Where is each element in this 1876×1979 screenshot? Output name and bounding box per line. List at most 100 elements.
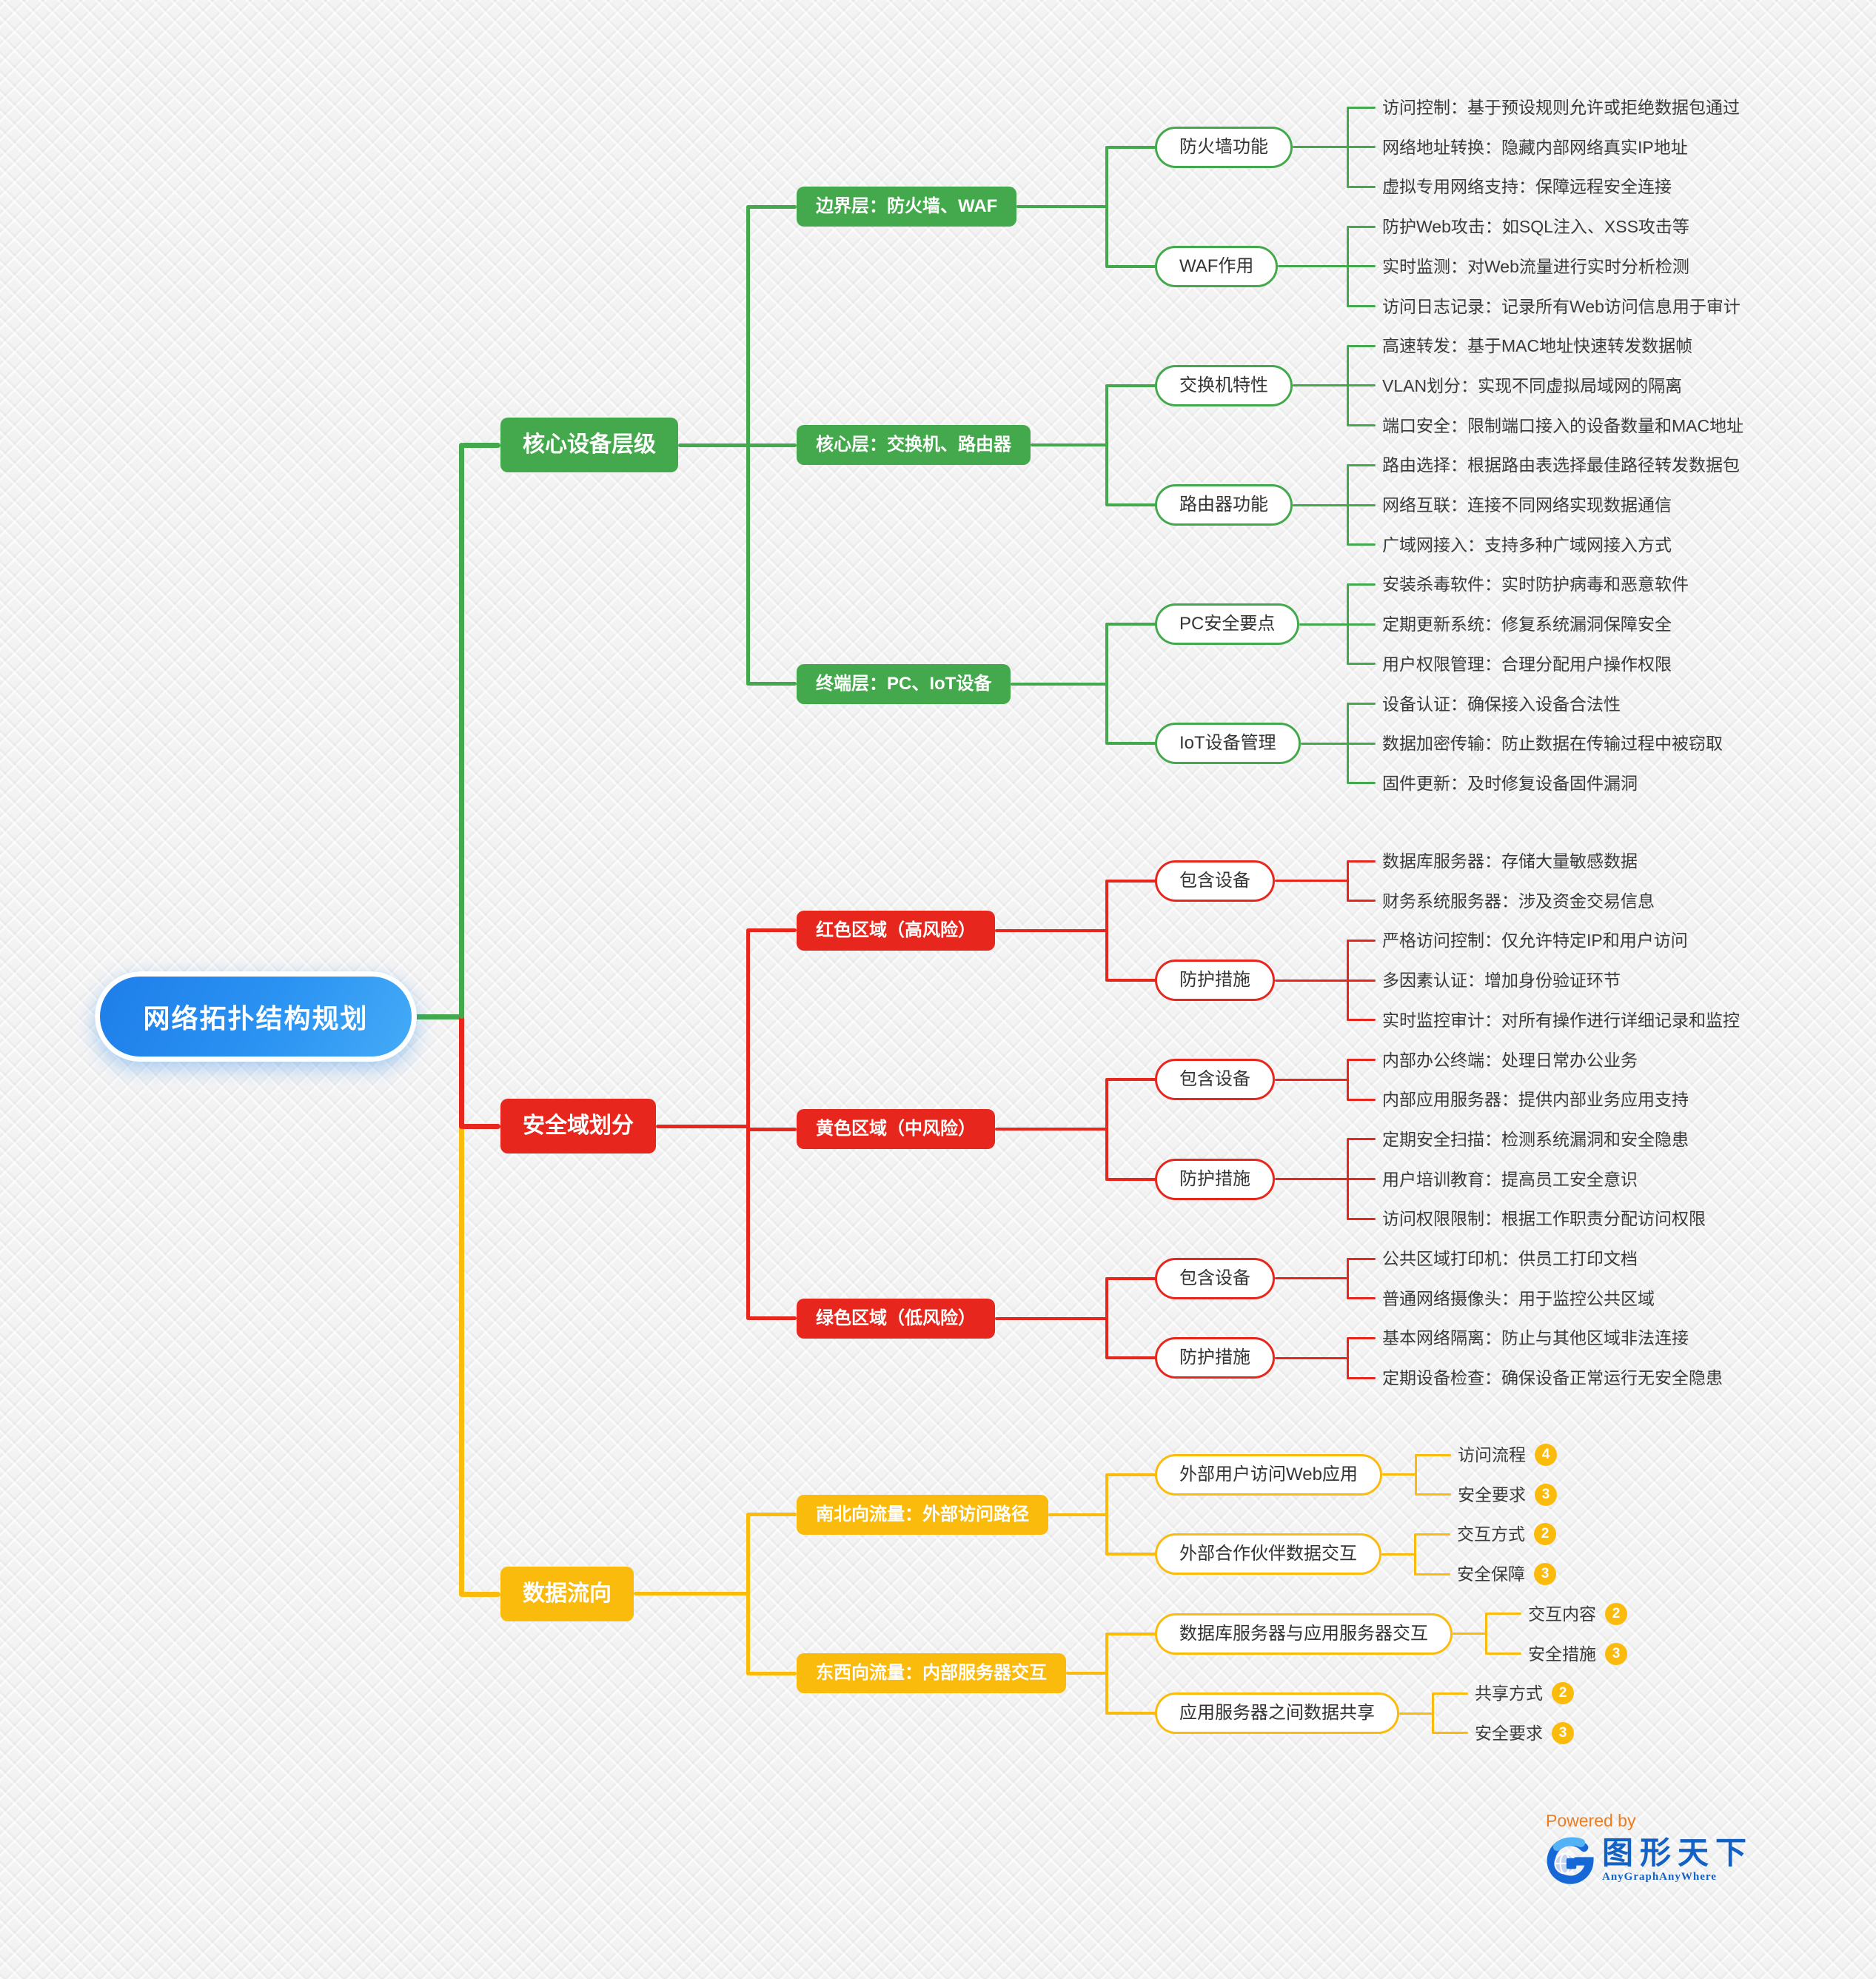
subtopic-pill[interactable]: 交换机特性 [1155, 364, 1293, 406]
leaf-item[interactable]: 设备认证：确保接入设备合法性 [1382, 693, 1621, 715]
leaf-item[interactable]: 数据加密传输：防止数据在传输过程中被窃取 [1382, 732, 1723, 754]
leaf-text: 防护Web攻击：如SQL注入、XSS攻击等 [1382, 217, 1689, 237]
subtopic-pill[interactable]: 防护措施 [1155, 960, 1275, 1002]
leaf-item[interactable]: 虚拟专用网络支持：保障远程安全连接 [1382, 175, 1672, 198]
leaf-text: 安全措施 [1528, 1644, 1596, 1664]
leaf-text: 基本网络隔离：防止与其他区域非法连接 [1382, 1328, 1689, 1348]
leaf-item[interactable]: 网络互联：连接不同网络实现数据通信 [1382, 494, 1672, 516]
leaf-text: 安全保障 [1457, 1564, 1525, 1584]
connector-line-v [1346, 1059, 1349, 1101]
leaf-item[interactable]: 访问日志记录：记录所有Web访问信息用于审计 [1382, 295, 1741, 318]
leaf-text: 用户培训教育：提高员工安全意识 [1382, 1169, 1638, 1189]
connector-line-h [1293, 384, 1347, 387]
leaf-item[interactable]: 安装杀毒软件：实时防护病毒和恶意软件 [1382, 573, 1689, 595]
leaf-item[interactable]: 内部应用服务器：提供内部业务应用支持 [1382, 1088, 1689, 1111]
root-topic[interactable]: 网络拓扑结构规划 [95, 971, 417, 1062]
subtopic-pill[interactable]: 防护措施 [1155, 1158, 1275, 1200]
leaf-item[interactable]: 财务系统服务器：涉及资金交易信息 [1382, 890, 1655, 912]
leaf-item[interactable]: 访问权限限制：根据工作职责分配访问权限 [1382, 1208, 1706, 1230]
topic-node[interactable]: 绿色区域（低风险） [797, 1298, 995, 1339]
leaf-item[interactable]: 数据库服务器：存储大量敏感数据 [1382, 850, 1638, 872]
leaf-item[interactable]: 防护Web攻击：如SQL注入、XSS攻击等 [1382, 215, 1689, 238]
connector-line-h [1066, 1672, 1107, 1675]
leaf-text: 财务系统服务器：涉及资金交易信息 [1382, 891, 1655, 911]
leaf-item[interactable]: 定期更新系统：修复系统漏洞保障安全 [1382, 613, 1672, 635]
subtopic-pill[interactable]: 防护措施 [1155, 1337, 1275, 1379]
leaf-item[interactable]: 用户权限管理：合理分配用户操作权限 [1382, 653, 1672, 675]
connector-line-h [1347, 146, 1376, 149]
leaf-item[interactable]: 严格访问控制：仅允许特定IP和用户访问 [1382, 929, 1688, 951]
branch-node[interactable]: 安全域划分 [500, 1099, 656, 1153]
leaf-item[interactable]: 实时监测：对Web流量进行实时分析检测 [1382, 255, 1689, 278]
subtopic-pill[interactable]: IoT设备管理 [1155, 723, 1301, 765]
leaf-item[interactable]: 访问控制：基于预设规则允许或拒绝数据包通过 [1382, 96, 1740, 118]
subtopic-pill[interactable]: 包含设备 [1155, 1059, 1275, 1101]
leaf-item[interactable]: 用户培训教育：提高员工安全意识 [1382, 1168, 1638, 1191]
connector-line-h [1347, 1098, 1376, 1101]
leaf-item[interactable]: 高速转发：基于MAC地址快速转发数据帧 [1382, 335, 1692, 357]
branch-node[interactable]: 数据流向 [500, 1566, 634, 1621]
subtopic-pill[interactable]: 路由器功能 [1155, 484, 1293, 526]
connector-line-h [1347, 185, 1376, 188]
leaf-item[interactable]: 公共区域打印机：供员工打印文档 [1382, 1248, 1638, 1270]
connector-line-h [1293, 146, 1347, 149]
connector-line-h [1048, 1513, 1107, 1516]
brand-name: 图形天下 [1602, 1835, 1754, 1870]
leaf-text: 数据加密传输：防止数据在传输过程中被窃取 [1382, 734, 1723, 754]
leaf-item[interactable]: 定期安全扫描：检测系统漏洞和安全隐患 [1382, 1128, 1689, 1151]
connector-line-h [1278, 265, 1347, 268]
topic-node[interactable]: 核心层：交换机、路由器 [797, 425, 1031, 466]
leaf-item[interactable]: 广域网接入：支持多种广域网接入方式 [1382, 534, 1672, 556]
leaf-item[interactable]: 网络地址转换：隐藏内部网络真实IP地址 [1382, 136, 1688, 158]
topic-node[interactable]: 黄色区域（中风险） [797, 1109, 995, 1150]
connector-line-h [1453, 1633, 1486, 1635]
subtopic-pill[interactable]: 数据库服务器与应用服务器交互 [1155, 1613, 1453, 1655]
topic-node[interactable]: 东西向流量：内部服务器交互 [797, 1653, 1066, 1694]
leaf-item[interactable]: VLAN划分：实现不同虚拟局域网的隔离 [1382, 375, 1682, 397]
subtopic-pill[interactable]: 应用服务器之间数据共享 [1155, 1692, 1399, 1735]
leaf-item[interactable]: 路由选择：根据路由表选择最佳路径转发数据包 [1382, 454, 1740, 476]
leaf-item[interactable]: 定期设备检查：确保设备正常运行无安全隐患 [1382, 1367, 1723, 1389]
subtopic-pill[interactable]: WAF作用 [1155, 245, 1279, 287]
subtopic-pill[interactable]: 外部用户访问Web应用 [1155, 1453, 1382, 1496]
leaf-item[interactable]: 固件更新：及时修复设备固件漏洞 [1382, 772, 1638, 794]
branch-node[interactable]: 核心设备层级 [500, 418, 678, 473]
connector-line-h [1107, 1276, 1158, 1280]
subtopic-pill[interactable]: 外部合作伙伴数据交互 [1155, 1533, 1381, 1576]
connector-line-v [1105, 1276, 1108, 1360]
connector-line-h [748, 443, 797, 447]
connector-line-v [1105, 145, 1108, 268]
connector-line-v [458, 1014, 464, 1597]
topic-node[interactable]: 边界层：防火墙、WAF [797, 187, 1017, 227]
connector-line-h [1347, 1059, 1376, 1061]
leaf-item[interactable]: 实时监控审计：对所有操作进行详细记录和监控 [1382, 1009, 1740, 1031]
topic-node[interactable]: 终端层：PC、IoT设备 [797, 663, 1011, 704]
leaf-item[interactable]: 普通网络摄像头：用于监控公共区域 [1382, 1287, 1655, 1310]
connector-line-v [1484, 1613, 1487, 1655]
leaf-item[interactable]: 基本网络隔离：防止与其他区域非法连接 [1382, 1327, 1689, 1349]
connector-line-v [746, 928, 750, 1321]
subtopic-pill[interactable]: 包含设备 [1155, 860, 1275, 902]
leaf-item[interactable]: 内部办公终端：处理日常办公业务 [1382, 1049, 1638, 1071]
topic-node[interactable]: 南北向流量：外部访问路径 [797, 1494, 1048, 1535]
connector-line-h [1347, 1019, 1376, 1022]
subtopic-pill[interactable]: PC安全要点 [1155, 603, 1300, 646]
subtopic-pill[interactable]: 防火墙功能 [1155, 126, 1293, 168]
leaf-text: 定期安全扫描：检测系统漏洞和安全隐患 [1382, 1129, 1689, 1149]
topic-node[interactable]: 红色区域（高风险） [797, 910, 995, 951]
leaf-text: 内部应用服务器：提供内部业务应用支持 [1382, 1090, 1689, 1110]
leaf-text: 用户权限管理：合理分配用户操作权限 [1382, 654, 1672, 674]
subtopic-pill[interactable]: 包含设备 [1155, 1257, 1275, 1299]
leaf-item[interactable]: 多因素认证：增加身份验证环节 [1382, 969, 1621, 991]
connector-line-h [1416, 1493, 1451, 1496]
leaf-item[interactable]: 端口安全：限制端口接入的设备数量和MAC地址 [1382, 415, 1743, 437]
count-badge: 2 [1552, 1682, 1574, 1705]
